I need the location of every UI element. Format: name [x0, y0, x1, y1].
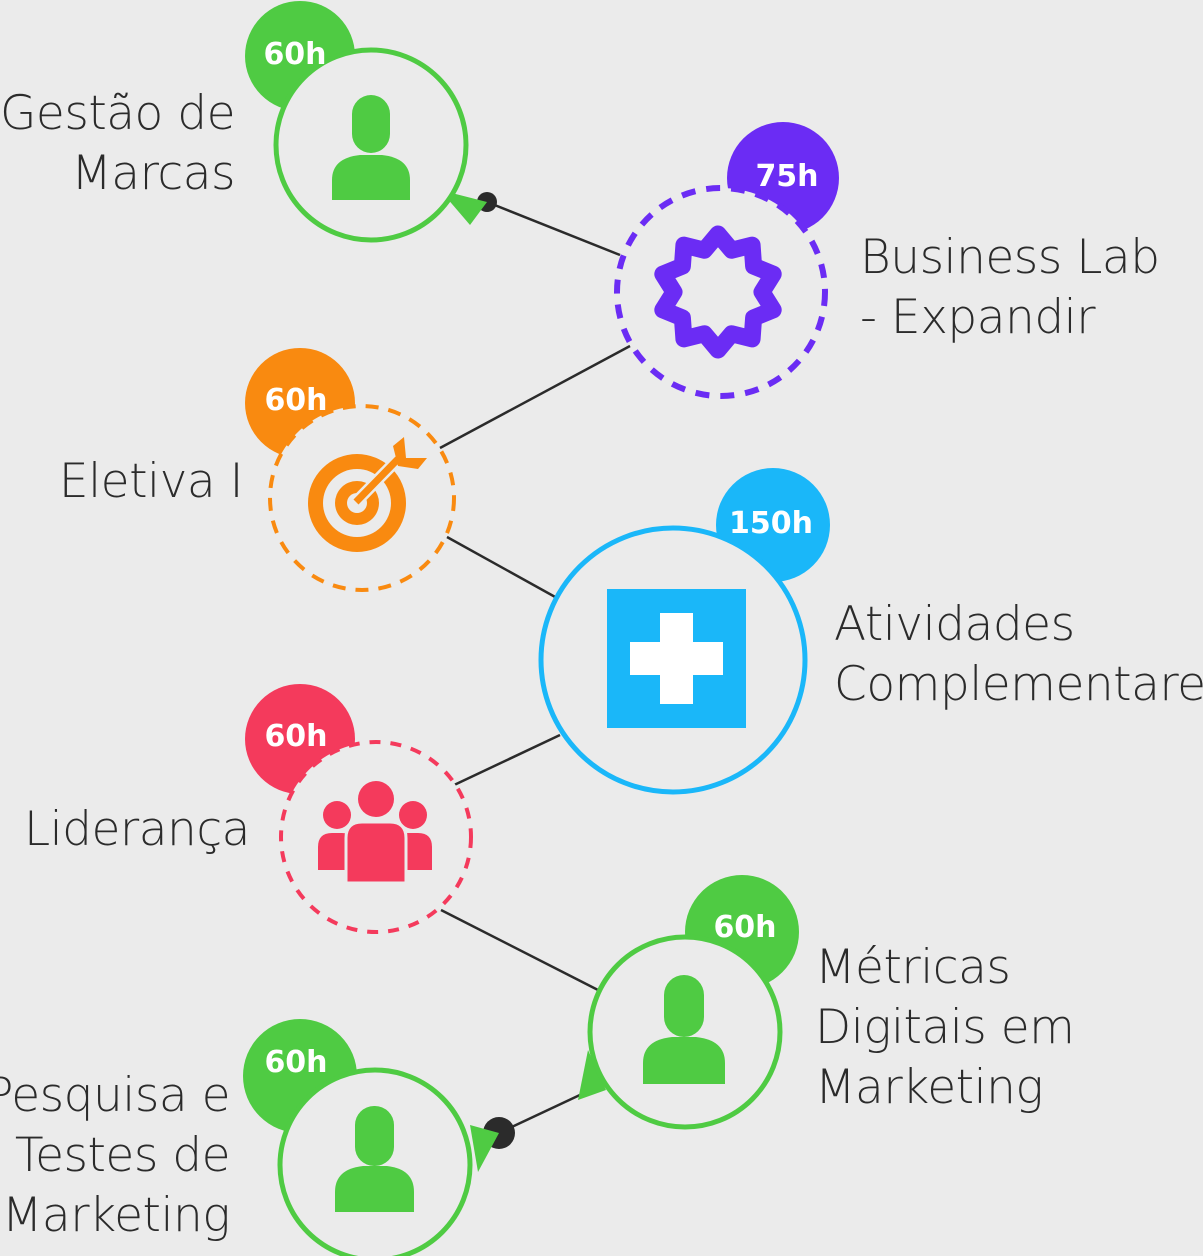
label-line: Atividades: [834, 597, 1075, 652]
node-gestao-de-marcas[interactable]: 60h: [245, 1, 487, 243]
person-icon: [643, 975, 725, 1084]
hours-label: 60h: [264, 1045, 327, 1080]
connector-2: [439, 344, 631, 450]
label-line: Eletiva I: [58, 454, 244, 509]
label-atividades-complementares: Atividades Complementares: [834, 595, 1203, 715]
label-line: Complementares: [834, 657, 1203, 712]
label-line: Liderança: [23, 802, 251, 857]
badge-star-icon: [654, 225, 782, 359]
node-lideranca[interactable]: 60h: [245, 684, 473, 934]
label-line: Digitais em: [815, 1000, 1075, 1055]
node-business-lab[interactable]: 75h: [614, 122, 839, 399]
group-icon: [318, 781, 432, 885]
hours-label: 60h: [713, 910, 776, 945]
label-line: Métricas: [815, 940, 1011, 995]
target-icon: [308, 437, 427, 552]
plus-square-icon: [607, 589, 746, 728]
label-line: Gestão de: [0, 86, 236, 141]
person-icon: [335, 1106, 414, 1212]
label-line: Marketing: [815, 1060, 1044, 1115]
node-atividades-complementares[interactable]: 150h: [538, 468, 830, 795]
label-gestao-de-marcas: Gestão de Marcas: [0, 84, 236, 204]
hours-label: 60h: [264, 719, 327, 754]
node-pointer: [470, 1125, 499, 1172]
connector-5: [440, 908, 599, 992]
hours-label: 75h: [755, 159, 818, 194]
hours-label: 60h: [263, 37, 326, 72]
connector-1: [486, 200, 621, 257]
label-eletiva-i: Eletiva I: [58, 452, 244, 512]
person-icon: [332, 95, 410, 200]
label-line: Marcas: [71, 146, 235, 201]
node-ring: [614, 185, 828, 399]
node-metricas-digitais[interactable]: 60h: [578, 875, 799, 1130]
hours-label: 150h: [729, 506, 813, 541]
label-pesquisa-e-testes: Pesquisa e Testes de Marketing: [0, 1066, 230, 1246]
label-line: - Expandir: [860, 290, 1096, 345]
connector-3: [446, 535, 558, 600]
node-pointer: [578, 1050, 606, 1100]
label-line: Marketing: [1, 1188, 231, 1243]
connector-4: [451, 733, 561, 788]
hours-label: 60h: [264, 383, 327, 418]
node-eletiva-i[interactable]: 60h: [245, 348, 456, 592]
label-line: Testes de: [14, 1128, 231, 1183]
label-metricas-digitais: Métricas Digitais em Marketing: [815, 938, 1075, 1118]
label-line: Pesquisa e: [0, 1068, 230, 1123]
label-business-lab: Business Lab - Expandir: [860, 228, 1160, 348]
node-pesquisa-e-testes[interactable]: 60h: [243, 1019, 499, 1256]
label-line: Business Lab: [860, 230, 1160, 285]
label-lideranca: Liderança: [23, 800, 251, 860]
